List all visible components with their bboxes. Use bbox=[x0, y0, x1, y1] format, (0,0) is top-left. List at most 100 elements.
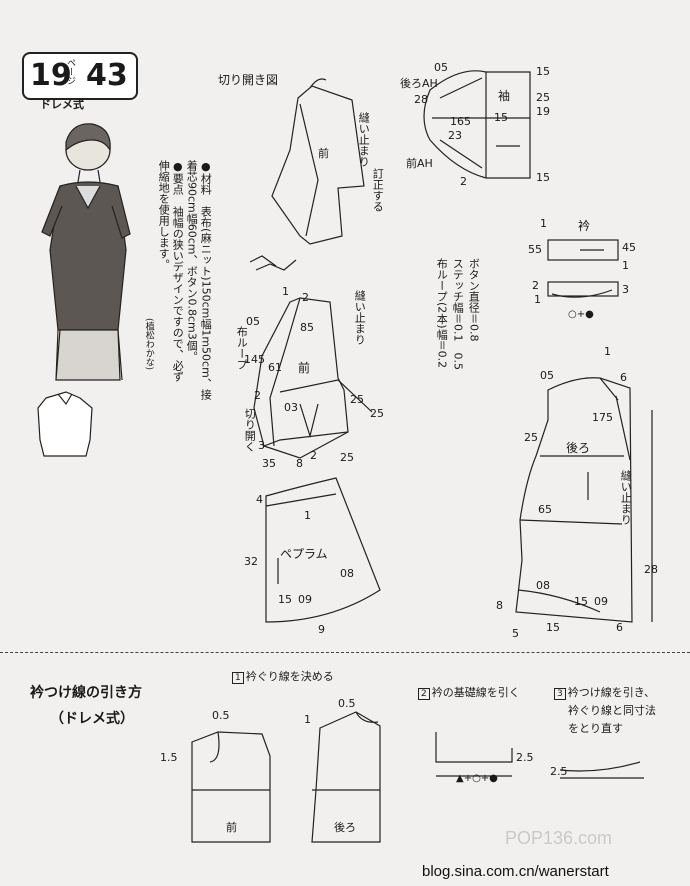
collar-base-step2 bbox=[435, 732, 513, 777]
step-1-text: 衿ぐり線を決める bbox=[245, 670, 334, 683]
section-subtitle: （ドレメ式） bbox=[50, 711, 134, 727]
page-unit: ページ bbox=[65, 58, 75, 85]
item-number: 43 bbox=[86, 58, 128, 93]
peplum-dim-08: 08 bbox=[340, 567, 354, 580]
back-dim-5: 5 bbox=[512, 627, 519, 640]
back-dim-65: 65 bbox=[538, 503, 552, 516]
note-loop: 布ループ(2本)幅＝0.2 bbox=[435, 258, 449, 369]
front-dim-03: 03 bbox=[284, 401, 298, 414]
materials-line-3: ●要点 袖幅の狭いデザインですので、必ず bbox=[171, 160, 185, 382]
note-button: ボタン直径＝0.8 bbox=[467, 258, 481, 342]
front-dim-2b: 2 bbox=[254, 389, 261, 402]
note-stitch: ステッチ幅＝0.1 0.5 bbox=[451, 258, 465, 370]
front-bodice-label: 前 bbox=[298, 361, 311, 375]
step1-front-label: 前 bbox=[226, 821, 237, 834]
collar-dim-2: 2 bbox=[532, 279, 539, 292]
collar-line-step3 bbox=[559, 761, 644, 779]
sleeve-dim-05: 05 bbox=[434, 61, 448, 74]
page-badge: 19 ページ 43 bbox=[22, 52, 138, 100]
collar-dim-1c: 1 bbox=[534, 293, 541, 306]
ease-stitch-label-2: 縫い止まり bbox=[353, 290, 367, 345]
front-dim-61: 61 bbox=[268, 361, 282, 374]
front-dim-145: 145 bbox=[244, 353, 265, 366]
sleeve-dim-19: 19 bbox=[536, 105, 550, 118]
collar-pattern bbox=[547, 239, 619, 298]
front-bodice-pattern bbox=[253, 297, 373, 459]
back-dim-08: 08 bbox=[536, 579, 550, 592]
back-dim-6a: 6 bbox=[620, 371, 627, 384]
front-dim-1: 1 bbox=[282, 285, 289, 298]
section-divider bbox=[0, 652, 690, 653]
url-watermark: blog.sina.com.cn/wanerstart bbox=[422, 863, 609, 880]
pleat-label: 訂正する bbox=[371, 168, 385, 212]
flat-sketch bbox=[37, 391, 93, 457]
step2-mark: ▲+○+● bbox=[456, 773, 498, 784]
step-3-line-2: 衿ぐり線と同寸法 bbox=[568, 704, 656, 717]
front-ah-label: 前AH bbox=[406, 157, 433, 170]
front-dim-3: 3 bbox=[258, 439, 265, 452]
collar-dim-3: 3 bbox=[622, 283, 629, 296]
step1-dim-15: 1.5 bbox=[160, 751, 178, 764]
step2-dim-25: 2.5 bbox=[516, 751, 534, 764]
collar-label: 衿 bbox=[578, 219, 591, 233]
back-dim-05: 05 bbox=[540, 369, 554, 382]
cut-open-front bbox=[249, 78, 365, 271]
materials-line-2: 着芯90cm幅60cm、ボタン0.8cm3個。 bbox=[185, 160, 199, 362]
sleeve-label: 袖 bbox=[498, 89, 511, 103]
ease-stitch-label-1: 縫い止まり bbox=[357, 112, 371, 167]
collar-dim-55: 55 bbox=[528, 243, 542, 256]
loop-label: 布ループ bbox=[235, 326, 249, 370]
back-dim-25: 25 bbox=[524, 431, 538, 444]
sleeve-dim-2: 2 bbox=[460, 175, 467, 188]
step-3-line-3: をとり直す bbox=[568, 722, 623, 735]
sleeve-pattern bbox=[423, 70, 531, 179]
step1-dim-05b: 0.5 bbox=[338, 697, 356, 710]
cut-open-front-label: 前 bbox=[318, 147, 329, 160]
peplum-pattern bbox=[265, 477, 381, 623]
sleeve-dim-28: 28 bbox=[414, 93, 428, 106]
back-bodice-pattern bbox=[515, 377, 653, 623]
neckline-step1 bbox=[191, 711, 381, 843]
method-label: ドレメ式 bbox=[40, 98, 84, 111]
peplum-dim-09: 09 bbox=[298, 593, 312, 606]
peplum-dim-1: 1 bbox=[304, 509, 311, 522]
back-dim-28: 28 bbox=[644, 563, 658, 576]
sleeve-dim-25: 25 bbox=[536, 91, 550, 104]
peplum-dim-9: 9 bbox=[318, 623, 325, 636]
collar-dim-45: 45 bbox=[622, 241, 636, 254]
front-dim-85: 85 bbox=[300, 321, 314, 334]
sleeve-dim-15a: 15 bbox=[536, 65, 550, 78]
back-dim-09: 09 bbox=[594, 595, 608, 608]
cut-open-label-2: 切り開く bbox=[243, 408, 257, 452]
front-dim-2c: 2 bbox=[310, 449, 317, 462]
back-bodice-label: 後ろ bbox=[566, 441, 591, 455]
back-dim-6b: 6 bbox=[616, 621, 623, 634]
sleeve-dim-15c: 15 bbox=[536, 171, 550, 184]
sleeve-dim-23: 23 bbox=[448, 129, 462, 142]
sleeve-dim-15b: 15 bbox=[494, 111, 508, 124]
step1-back-label: 後ろ bbox=[334, 821, 356, 834]
collar-dim-1b: 1 bbox=[622, 259, 629, 272]
front-dim-05: 05 bbox=[246, 315, 260, 328]
back-dim-1: 1 bbox=[604, 345, 611, 358]
step-3-text-a: 衿つけ線を引き、 bbox=[567, 686, 655, 699]
step1-dim-05a: 0.5 bbox=[212, 709, 230, 722]
section-title: 衿つけ線の引き方 bbox=[30, 685, 142, 701]
front-dim-25b: 25 bbox=[340, 451, 354, 464]
back-dim-175: 175 bbox=[592, 411, 613, 424]
back-ah-label: 後ろAH bbox=[400, 77, 438, 90]
back-dim-8: 8 bbox=[496, 599, 503, 612]
step-2-text: 衿の基礎線を引く bbox=[431, 686, 520, 699]
front-dim-8: 8 bbox=[296, 457, 303, 470]
back-dim-15a: 15 bbox=[574, 595, 588, 608]
sleeve-dim-165: 165 bbox=[450, 115, 471, 128]
peplum-dim-32: 32 bbox=[244, 555, 258, 568]
brand-watermark: POP136.com bbox=[505, 828, 613, 848]
collar-dim-1a: 1 bbox=[540, 217, 547, 230]
back-dim-15b: 15 bbox=[546, 621, 560, 634]
